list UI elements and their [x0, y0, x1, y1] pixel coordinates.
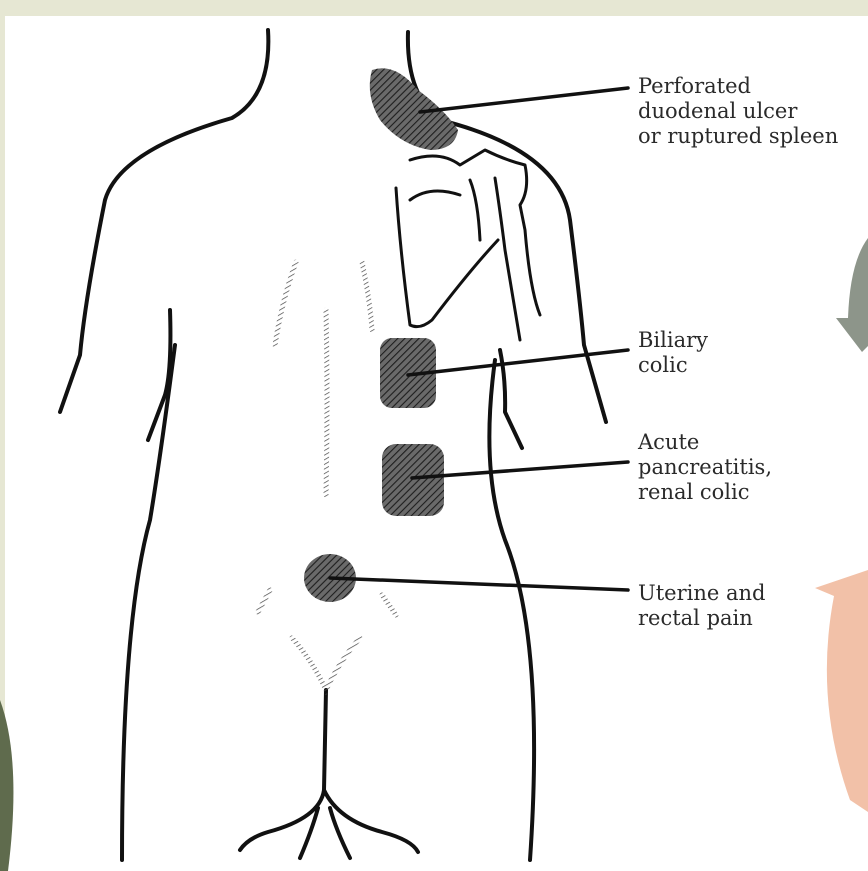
right-contour [362, 262, 372, 330]
label-perforated: Perforated duodenal ulcer or ruptured sp… [638, 74, 838, 149]
sacral-fold [292, 638, 360, 690]
body-side-right [489, 360, 534, 860]
body-outline-left [60, 30, 268, 412]
right-dimple [382, 595, 396, 615]
left-dimple [258, 590, 270, 612]
label-biliary: Biliary colic [638, 328, 708, 378]
leader-line-perforated [420, 88, 628, 112]
label-pancreatitis: Acute pancreatitis, renal colic [638, 430, 772, 505]
scapula [396, 150, 540, 340]
leader-line-uterine [330, 578, 628, 590]
leader-line-pancreatitis [412, 462, 628, 478]
buttocks [240, 690, 418, 858]
pancreatic-pain-region [382, 444, 444, 516]
spine [326, 310, 327, 495]
body-side-left [122, 345, 175, 860]
corner-decoration [0, 700, 13, 871]
left-contour [275, 262, 296, 345]
gray-arrow-decoration [836, 238, 868, 352]
label-uterine: Uterine and rectal pain [638, 581, 765, 631]
peach-arrow-decoration [815, 570, 868, 812]
leader-line-biliary [408, 350, 628, 375]
left-arm-inner [148, 310, 170, 440]
